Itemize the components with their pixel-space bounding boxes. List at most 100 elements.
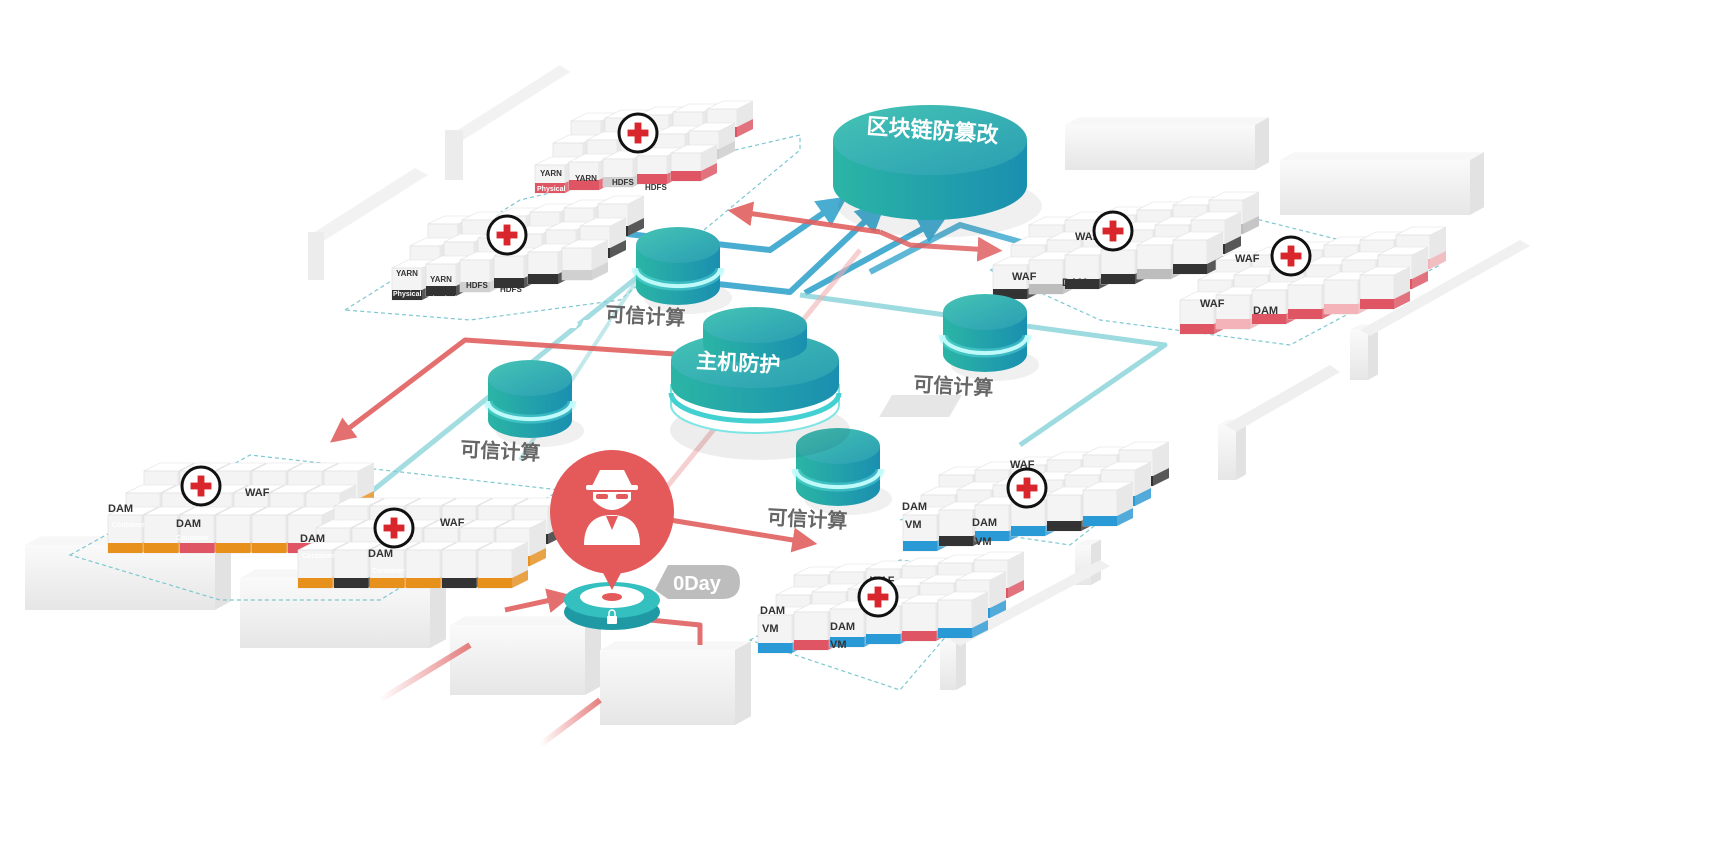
medical-cross-icon <box>1270 235 1312 277</box>
medical-cross-icon <box>617 112 659 154</box>
wall-2-post <box>308 232 324 280</box>
rack-label: VM <box>830 639 847 651</box>
rack-label: Container <box>372 568 405 575</box>
wall-1-post <box>445 130 463 180</box>
medical-cross-icon <box>1006 467 1048 509</box>
rack-label: HDFS <box>645 183 667 192</box>
rack-unit <box>670 144 718 182</box>
rack-label: WAF <box>1200 298 1225 310</box>
flow-red-2 <box>879 229 1003 262</box>
medical-cross-icon <box>486 214 528 256</box>
threat-pin <box>550 450 674 590</box>
flow-red-5 <box>504 588 573 613</box>
medical-cross-icon <box>857 576 899 618</box>
wall-3 <box>1065 117 1269 170</box>
blockchain-cylinder <box>833 105 1042 238</box>
medical-cross-icon <box>373 507 415 549</box>
rack-label: DAM <box>1253 305 1278 317</box>
rack-label: VM <box>905 519 922 531</box>
host-protection-cylinder <box>568 307 850 460</box>
rack-label: Physical <box>537 186 565 193</box>
trusted-computing-label-4: 可信计算 <box>767 505 848 533</box>
rack-label: Container <box>176 535 209 542</box>
trusted-computing-label-1: 可信计算 <box>605 302 686 330</box>
rack-label: DAM <box>830 621 855 633</box>
rack-label: WAF <box>1012 271 1037 283</box>
flow-teal-right <box>799 292 1168 448</box>
rack-label: HDFS <box>500 285 522 294</box>
trusted-computing-cylinder-3 <box>483 360 585 447</box>
flow-teal-left <box>328 273 642 527</box>
rack-unit <box>1359 266 1411 310</box>
rack-label: VM <box>975 536 992 548</box>
block-1 <box>450 616 601 695</box>
wall-1 <box>450 65 570 142</box>
rack-unit <box>1172 231 1224 275</box>
flow-red-1 <box>727 201 881 235</box>
rack-label: Container <box>112 522 145 529</box>
wall-8-top <box>950 560 1110 646</box>
trusted-computing-cylinder-2 <box>938 294 1040 381</box>
rack-label: YARN <box>540 169 562 178</box>
server-cluster-3: WAF DAM WAF <box>992 191 1260 300</box>
lock-icon <box>607 609 617 624</box>
flow-blue-3 <box>803 214 949 296</box>
rack-unit <box>477 541 529 589</box>
rack-label: DAM <box>972 517 997 529</box>
rack-label: DAM <box>108 503 133 515</box>
trusted-computing-cylinder-1 <box>631 227 733 314</box>
rack-label: VM <box>762 623 779 635</box>
flow-red-fade-2 <box>538 697 602 748</box>
hacker-icon <box>584 470 640 545</box>
rack-label: DAM <box>902 501 927 513</box>
background-walls <box>25 65 1530 725</box>
rack-label: DAM <box>368 548 393 560</box>
trusted-computing-label-3: 可信计算 <box>460 437 541 465</box>
host-protection-label: 主机防护 <box>696 349 781 377</box>
flow-red-3 <box>330 337 691 443</box>
rack-label: DAM <box>1062 277 1087 289</box>
wall-4 <box>1280 152 1484 215</box>
server-cluster-4: WAF DAM WAF <box>1179 226 1447 335</box>
zone-top-left <box>343 134 801 321</box>
rack-label: DAM <box>300 533 325 545</box>
flow-red-6 <box>649 617 703 645</box>
zero-day-threat: 0Day <box>550 450 740 630</box>
shadow-pad <box>879 395 962 417</box>
threat-base <box>564 582 660 630</box>
rack-unit <box>1082 481 1134 527</box>
rack-label: Physical <box>572 191 600 198</box>
flow-red-4 <box>669 517 818 553</box>
medical-cross-icon <box>180 465 222 507</box>
rack-unit <box>937 591 989 639</box>
rack-label: Physical <box>393 291 421 298</box>
rack-label: WAF <box>1235 253 1260 265</box>
rack-label: WAF <box>440 517 465 529</box>
rack-label: HDFS <box>466 281 488 290</box>
trusted-computing-cylinder-4 <box>791 428 893 515</box>
wall-5-top <box>1360 240 1530 336</box>
zero-day-label: 0Day <box>673 573 722 595</box>
rack-label: Container <box>302 553 335 560</box>
rack-label: Physical <box>428 296 456 303</box>
rack-unit <box>561 239 609 281</box>
rack-label: DAM <box>176 518 201 530</box>
wall-6-top <box>1225 365 1340 432</box>
rack-label: DAM <box>760 605 785 617</box>
rack-label: YARN <box>575 174 597 183</box>
wall-2 <box>310 168 428 242</box>
block-2 <box>600 641 751 725</box>
rack-label: WAF <box>245 487 270 499</box>
rack-label: YARN <box>396 269 418 278</box>
host-protection-logo-icon <box>568 319 644 328</box>
trusted-computing-label-2: 可信计算 <box>913 372 994 400</box>
wall-6 <box>1218 419 1246 480</box>
